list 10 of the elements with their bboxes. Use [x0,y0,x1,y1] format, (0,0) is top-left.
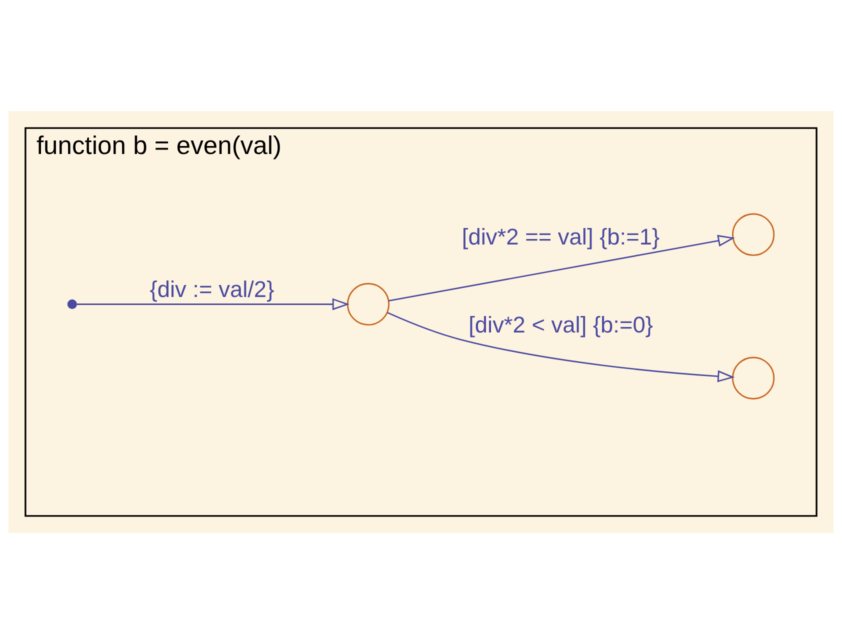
arrow [76,298,350,310]
node-circle [732,213,775,256]
edge-label: [div*2 < val] {b:=0} [468,311,653,338]
edge-label: {div := val/2} [150,276,274,302]
node-circle [732,356,775,400]
arrow [388,234,735,302]
node-point [67,299,77,310]
arrow [387,312,735,382]
node-circle [346,282,390,326]
edge-label: [div*2 == val] {b:=1} [462,223,660,250]
